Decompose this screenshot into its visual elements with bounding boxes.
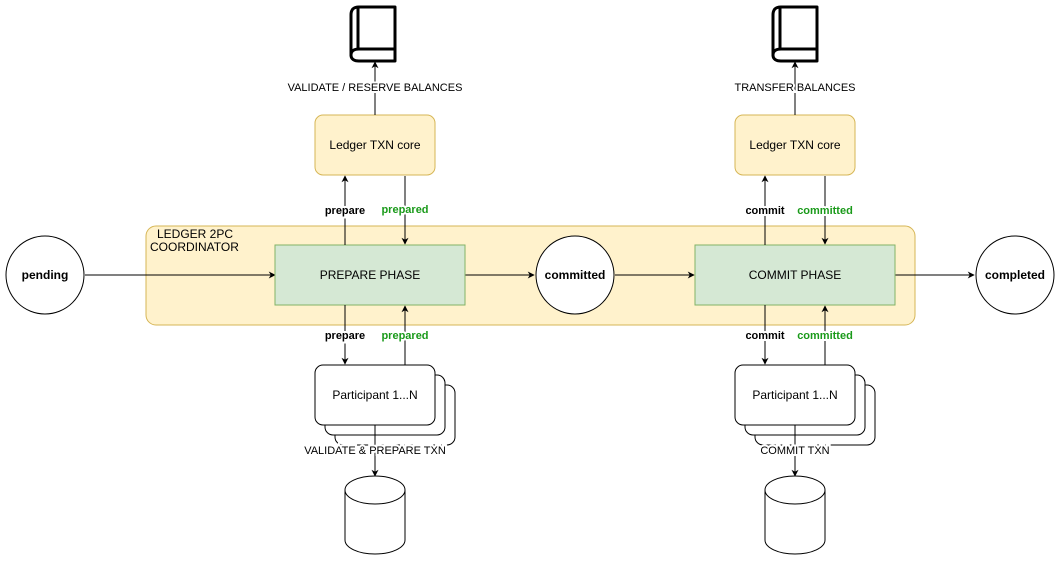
participants-right-label: Participant 1...N — [752, 388, 837, 402]
book-icon — [349, 5, 397, 63]
commit-phase: COMMIT PHASE — [694, 244, 896, 306]
ledger-core-left: Ledger TXN core — [314, 114, 436, 176]
participants-right-action-label: COMMIT TXN — [760, 445, 829, 457]
commit-up-label: commit — [745, 205, 784, 217]
committed-up-label: committed — [797, 205, 853, 217]
state-committed-label: committed — [545, 268, 606, 282]
prepare-phase: PREPARE PHASE — [274, 244, 466, 306]
commit-phase-label: COMMIT PHASE — [749, 268, 841, 282]
participants-left-label: Participant 1...N — [332, 388, 417, 402]
book-icon — [771, 5, 819, 63]
prepare-down-label: prepare — [325, 330, 365, 342]
ledger-core-left-label: Ledger TXN core — [329, 138, 420, 152]
ledger-right-action-label: TRANSFER BALANCES — [734, 82, 855, 94]
ledger-left-action-label: VALIDATE / RESERVE BALANCES — [288, 82, 463, 94]
coordinator-label-line2: COORDINATOR — [150, 240, 239, 254]
state-completed: completed — [975, 235, 1055, 315]
prepared-down-label: prepared — [381, 330, 428, 342]
participants-right: Participant 1...N — [734, 364, 876, 446]
committed-down-label: committed — [797, 330, 853, 342]
prepared-up-label: prepared — [381, 204, 428, 216]
state-pending: pending — [5, 235, 85, 315]
prepare-up-label: prepare — [325, 205, 365, 217]
prepare-phase-label: PREPARE PHASE — [320, 268, 420, 282]
state-committed: committed — [535, 235, 615, 315]
participants-left: Participant 1...N — [314, 364, 456, 446]
commit-down-label: commit — [745, 330, 784, 342]
database-icon — [764, 475, 826, 555]
database-icon — [344, 475, 406, 555]
state-completed-label: completed — [985, 268, 1045, 282]
participants-left-action-label: VALIDATE & PREPARE TXN — [304, 445, 446, 457]
coordinator-label-line1: LEDGER 2PC — [157, 227, 233, 241]
ledger-core-right-label: Ledger TXN core — [749, 138, 840, 152]
ledger-core-right: Ledger TXN core — [734, 114, 856, 176]
state-pending-label: pending — [22, 268, 69, 282]
